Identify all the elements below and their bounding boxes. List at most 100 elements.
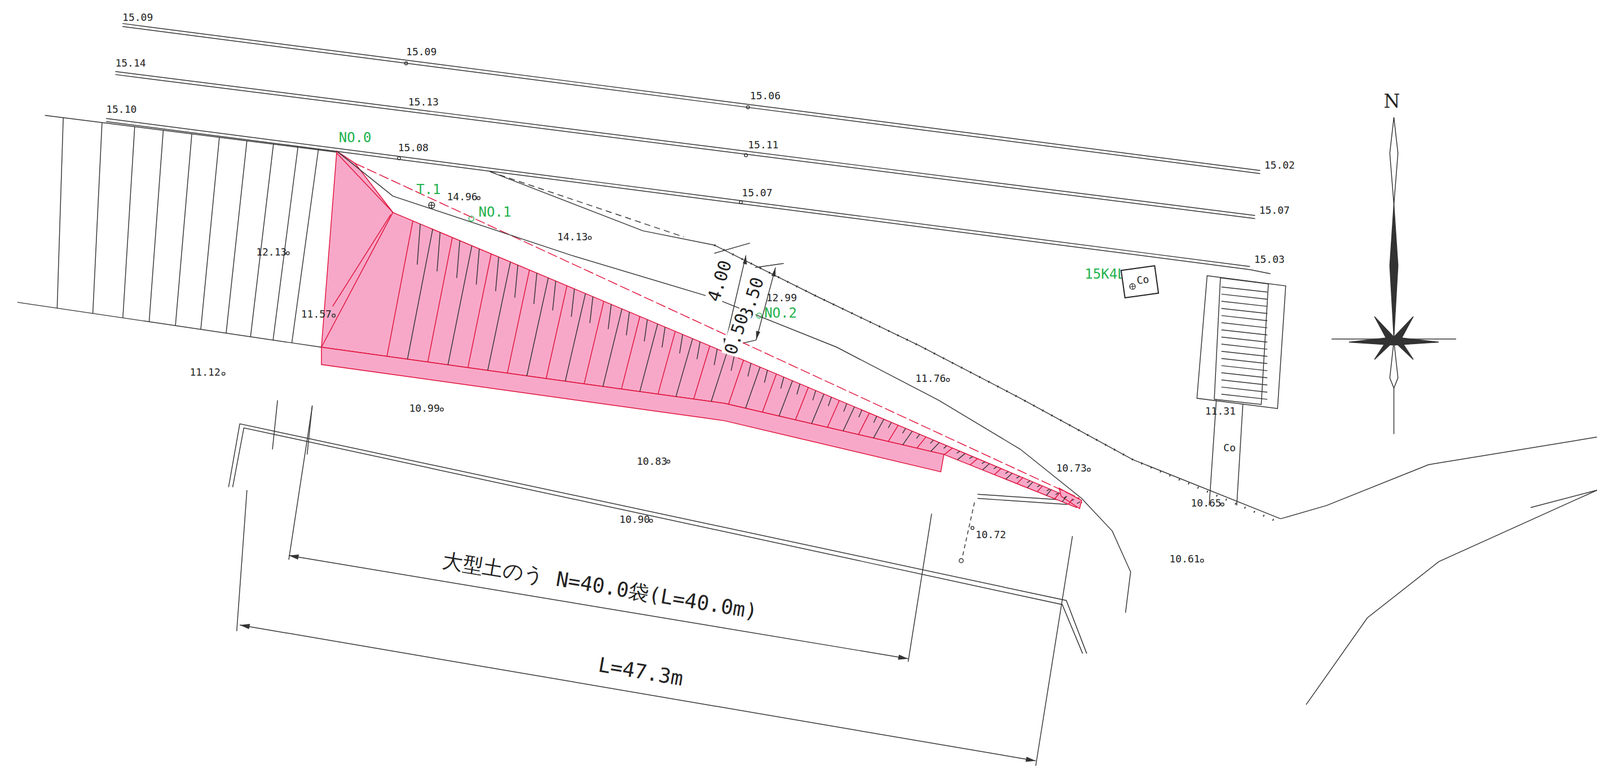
elevation: 15.09	[122, 12, 153, 23]
hatch-line	[780, 376, 784, 389]
hatch-line	[1221, 287, 1268, 293]
hatch-line	[1027, 480, 1030, 483]
hatch-line	[386, 220, 413, 356]
hatch-line	[1068, 498, 1073, 505]
dimension: 大型土のう N=40.0袋(L=40.0m)	[439, 549, 760, 622]
point-marker	[1221, 503, 1224, 506]
station-label: NO.1	[478, 205, 512, 219]
hatch-line	[982, 463, 990, 470]
hatch-line	[1016, 477, 1023, 484]
hatch-line	[970, 458, 978, 465]
elevation: 14.13	[557, 231, 588, 242]
hatch-line	[93, 122, 103, 314]
hatch-line	[711, 353, 727, 402]
point-marker	[397, 156, 401, 160]
hatch-line	[843, 406, 855, 431]
hatch-line	[762, 373, 777, 413]
hatch-line	[930, 442, 940, 452]
hatch-line	[858, 410, 862, 418]
hatch-line	[957, 453, 966, 460]
hatch-line	[1221, 293, 1268, 299]
hatch-line	[796, 384, 800, 395]
hatch-line	[745, 367, 761, 409]
point-marker	[666, 460, 670, 464]
dimension: 0.50	[721, 309, 752, 357]
hatch-line	[175, 133, 192, 326]
elevation: 10.72	[975, 529, 1007, 540]
hatch-line	[1221, 365, 1268, 371]
hatch-line	[1221, 315, 1268, 321]
hatch-line	[944, 447, 952, 455]
hatch-line	[675, 338, 693, 397]
benchmark-label: 15K4L	[1084, 267, 1126, 281]
benchmark-symbol	[1127, 281, 1137, 292]
hatch-line	[607, 304, 611, 330]
hatch-line	[1221, 336, 1268, 342]
hatch-line	[1221, 322, 1268, 328]
hatch-line	[1221, 301, 1268, 307]
station-label: NO.2	[764, 306, 797, 320]
hatch-line	[1221, 329, 1268, 336]
hatch-line	[1037, 486, 1043, 492]
hatch-line	[226, 140, 248, 333]
elevation: 10.99	[409, 403, 440, 414]
point-marker	[1087, 468, 1091, 471]
hatch-line	[943, 445, 947, 449]
hatch-line	[1077, 501, 1081, 504]
hatch-line	[902, 428, 906, 434]
hatch-line	[930, 439, 934, 444]
hatch-line	[250, 143, 274, 337]
elevation: 15.14	[115, 58, 146, 69]
elevation: 12.99	[766, 292, 797, 303]
elevation: 15.08	[398, 142, 429, 153]
hatch-line	[534, 272, 537, 304]
hatch-line	[981, 461, 985, 464]
point-marker	[746, 105, 750, 109]
hatch-line	[514, 265, 518, 298]
hatch-line	[644, 319, 647, 342]
hatch-line	[1006, 473, 1013, 480]
benchmark-label: T.1	[416, 182, 441, 197]
hatch-line	[475, 248, 479, 285]
dimension: L=47.3m	[595, 654, 686, 690]
hatch-line	[662, 327, 665, 348]
hatch-line	[507, 270, 530, 374]
point-marker	[440, 407, 444, 411]
hatch-line	[843, 403, 847, 412]
hatch-line	[456, 240, 460, 279]
hatch-line	[447, 245, 472, 365]
hatch-line	[713, 349, 717, 365]
hatch-line	[626, 311, 630, 336]
hatch-line	[1221, 372, 1268, 378]
elevation: 15.09	[406, 46, 437, 57]
elevation: 12.13	[256, 247, 287, 258]
point-marker	[971, 526, 974, 530]
hatch-line	[917, 437, 927, 449]
hatch-line	[679, 334, 683, 354]
point-marker	[739, 200, 743, 204]
hatch-line	[487, 261, 511, 370]
hatch-line	[795, 387, 809, 421]
hatch-line	[1221, 386, 1268, 392]
hatch-line	[969, 456, 973, 458]
hatch-line	[565, 293, 586, 381]
hatch-line	[993, 466, 997, 469]
hatch-line	[602, 309, 623, 387]
hatch-line	[873, 419, 884, 438]
hatch-line	[1016, 475, 1020, 478]
hatch-line	[873, 416, 877, 423]
hatch-line	[693, 345, 711, 399]
hatch-line	[417, 223, 421, 265]
elevation: 10.61	[1169, 553, 1200, 564]
hatch-line	[902, 430, 913, 445]
elevation: 15.06	[750, 90, 781, 101]
elevation: 15.13	[408, 97, 439, 108]
material-label: Co	[1223, 442, 1236, 453]
point-marker	[477, 196, 480, 200]
point-marker	[649, 519, 653, 523]
hatch-line	[1221, 351, 1268, 357]
elevation: 15.02	[1264, 160, 1295, 171]
elevation: 11.31	[1205, 406, 1236, 417]
elevation: 15.03	[1254, 254, 1285, 265]
